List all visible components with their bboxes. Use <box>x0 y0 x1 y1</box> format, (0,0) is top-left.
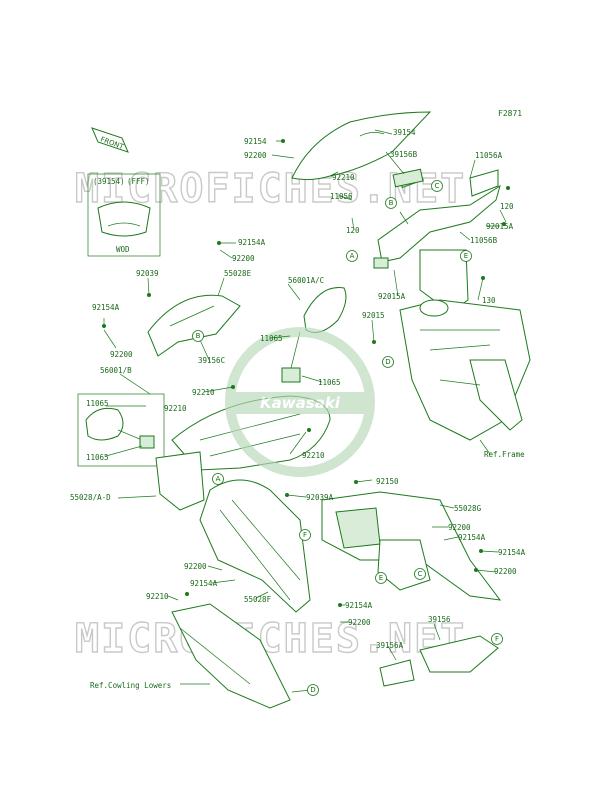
label-92200-e: 92200 <box>184 562 207 571</box>
variant-left-code: (39154) <box>93 177 125 186</box>
label-11065-b: 11065 <box>318 378 341 387</box>
mirror-right-part <box>281 287 347 383</box>
label-11056A: 11056A <box>475 151 503 160</box>
label-92154A-e: 92154A <box>190 579 218 588</box>
part-labels: 39154 92154 92200 39156B 11056A 92210 11… <box>70 128 526 650</box>
label-92200-b: 92200 <box>110 350 133 359</box>
lower-cowling-part <box>171 603 291 709</box>
label-39156: 39156 <box>428 615 451 624</box>
label-120-left: 120 <box>346 226 360 235</box>
svg-text:D: D <box>310 686 315 694</box>
svg-text:C: C <box>418 570 423 578</box>
label-11065-c: 11065 <box>86 399 109 408</box>
label-92039A: 92039A <box>306 493 334 502</box>
callout-f2: F <box>491 633 503 645</box>
label-92200-c: 92200 <box>448 523 471 532</box>
label-92154A-f: 92154A <box>345 601 373 610</box>
callout-e2: E <box>375 572 387 584</box>
mirror-left-box <box>77 393 165 467</box>
label-11065-a: 11065 <box>260 334 283 343</box>
callout-c1: C <box>431 180 443 192</box>
label-92015A-right: 92015A <box>486 222 514 231</box>
label-39156C: 39156C <box>198 356 225 365</box>
label-11056B: 11056B <box>470 236 498 245</box>
svg-text:A: A <box>350 252 355 260</box>
svg-text:C: C <box>435 182 440 190</box>
ref-frame: Ref.Frame <box>484 450 525 459</box>
upper-cowl-left-part <box>147 294 241 357</box>
label-92154A-c: 92154A <box>458 533 486 542</box>
label-92154A-d: 92154A <box>498 548 526 557</box>
callout-b2: B <box>192 330 204 342</box>
svg-text:F: F <box>495 635 499 643</box>
callout-a2: A <box>212 473 224 485</box>
label-92015: 92015 <box>362 311 385 320</box>
callout-b1: B <box>385 197 397 209</box>
variant-caption: WOD <box>116 245 130 254</box>
callout-e1: E <box>460 250 472 262</box>
windshield-icon <box>97 201 151 237</box>
side-fairing-right-part <box>321 491 502 601</box>
svg-text:F: F <box>303 531 307 539</box>
label-55028AD: 55028/A-D <box>70 493 111 502</box>
svg-text:E: E <box>379 574 383 582</box>
callout-f1: F <box>299 529 311 541</box>
label-92154-top: 92154 <box>244 137 267 146</box>
mirror-left-part <box>85 407 124 441</box>
label-55028G: 55028G <box>454 504 482 513</box>
label-39156A: 39156A <box>376 641 404 650</box>
pad-parts <box>379 168 499 687</box>
leader-lines <box>103 129 507 693</box>
frame-part <box>399 299 531 441</box>
label-56001AC: 56001A/C <box>288 276 324 285</box>
label-92200-top: 92200 <box>244 151 267 160</box>
callout-a1: A <box>346 250 358 262</box>
svg-text:E: E <box>464 252 468 260</box>
kawasaki-emblem: Kawasaki <box>225 327 375 477</box>
callout-d1: D <box>382 356 394 368</box>
label-92210-d: 92210 <box>302 451 325 460</box>
label-55028F: 55028F <box>244 595 272 604</box>
figure-id: F2871 <box>498 109 522 118</box>
label-39154: 39154 <box>393 128 416 137</box>
side-fairing-left-part <box>199 479 311 613</box>
label-56001B: 56001/B <box>100 366 132 375</box>
label-92200-d: 92200 <box>494 567 517 576</box>
emblem-text: Kawasaki <box>260 394 341 412</box>
label-92154A-b: 92154A <box>92 303 120 312</box>
label-92210-b: 92210 <box>192 388 215 397</box>
svg-text:B: B <box>196 332 201 340</box>
callout-c2: C <box>414 568 426 580</box>
variant-right-code: (FFF) <box>127 177 150 186</box>
callout-d2: D <box>307 684 319 696</box>
svg-text:D: D <box>385 358 390 366</box>
label-92154A-a: 92154A <box>238 238 266 247</box>
label-11056: 11056 <box>330 192 353 201</box>
svg-text:A: A <box>216 475 221 483</box>
side-bracket-part <box>155 451 205 511</box>
label-92039: 92039 <box>136 269 159 278</box>
label-55028E: 55028E <box>224 269 252 278</box>
inner-panel-part <box>171 395 331 471</box>
label-92200-f: 92200 <box>348 618 371 627</box>
watermark-bottom: MICROFICHES.NET <box>75 616 466 662</box>
label-130: 130 <box>482 296 496 305</box>
ref-cowling: Ref.Cowling Lowers <box>90 681 171 690</box>
variant-box: (39154) (FFF) WOD <box>87 173 161 257</box>
label-92210-top: 92210 <box>332 173 355 182</box>
label-92200-a: 92200 <box>232 254 255 263</box>
label-92150: 92150 <box>376 477 399 486</box>
label-92210-e: 92210 <box>146 592 169 601</box>
label-92015A-mid: 92015A <box>378 292 406 301</box>
windshield-part <box>291 111 432 181</box>
label-92210-c: 92210 <box>164 404 187 413</box>
svg-text:B: B <box>389 199 394 207</box>
label-39156B: 39156B <box>390 150 418 159</box>
front-badge: FRONT <box>91 127 129 153</box>
label-120-right: 120 <box>500 202 514 211</box>
label-11065-d: 11065 <box>86 453 109 462</box>
